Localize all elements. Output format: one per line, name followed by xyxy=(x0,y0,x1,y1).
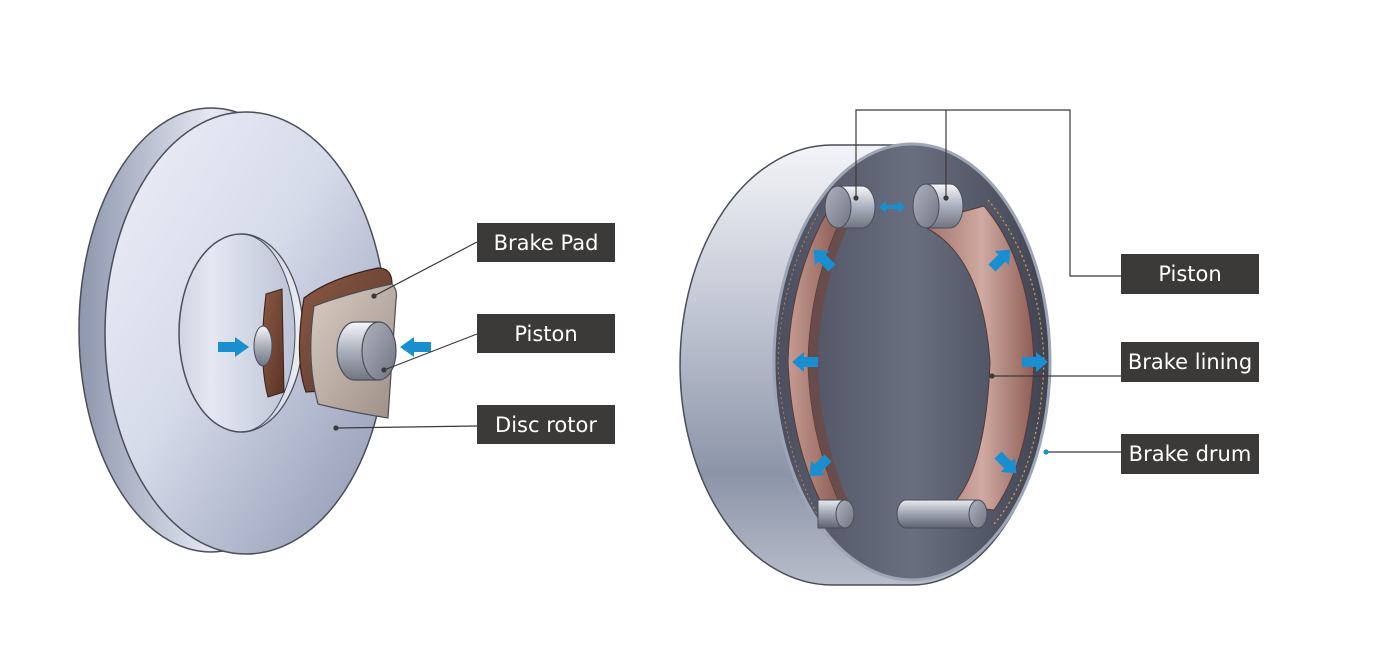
drum-leader-lines xyxy=(855,109,1121,453)
lining-dotted-edge xyxy=(987,199,1045,525)
brake-pad-dot xyxy=(371,293,377,299)
piston-leader xyxy=(383,333,478,371)
disc-rotor-label: Disc rotor xyxy=(477,405,615,444)
front-piston-face xyxy=(361,321,397,381)
drum-brake-illustration xyxy=(679,142,1052,586)
brake-drum-dot xyxy=(1043,449,1049,455)
piston-left-dot xyxy=(853,195,859,201)
disc-leader-dots xyxy=(333,293,387,431)
drum-leader-dots xyxy=(853,195,995,379)
piston-right-dot xyxy=(943,195,949,201)
lower-left-pin-end xyxy=(835,499,855,529)
rear-piston xyxy=(253,325,273,367)
upper-left-piston-face xyxy=(824,185,852,229)
lower-right-pin-end xyxy=(968,499,988,529)
disc-hole-wall xyxy=(240,233,304,433)
disc-piston-label: Piston xyxy=(477,314,615,353)
piston-dot xyxy=(381,367,387,373)
disc-brake-illustration xyxy=(78,107,431,555)
clamp-arrow-left xyxy=(400,337,431,357)
right-brake-lining xyxy=(916,205,1035,511)
piston-spread-arrow xyxy=(879,201,905,213)
arrow-lower-right xyxy=(994,451,1017,474)
disc-rotor-dot xyxy=(333,425,339,431)
clamp-arrow-right xyxy=(218,337,249,357)
brake-drum-rim xyxy=(772,142,1052,582)
upper-right-piston-face xyxy=(912,183,940,229)
left-shoe-shadow xyxy=(808,218,850,508)
brake-pad-leader xyxy=(373,241,478,297)
arrow-middle-left xyxy=(792,352,818,372)
disc-leader-lines xyxy=(335,241,478,429)
brake-drum-label: Brake drum xyxy=(1121,434,1259,474)
arrow-upper-right xyxy=(988,249,1011,272)
arrow-lower-left xyxy=(809,454,832,477)
brake-lining-dot xyxy=(989,373,995,379)
arrow-middle-right xyxy=(1022,352,1048,372)
arrow-upper-left xyxy=(813,249,836,272)
brake-lining-label: Brake lining xyxy=(1121,342,1259,382)
drum-piston-label: Piston xyxy=(1121,254,1259,294)
brake-pad-label: Brake Pad xyxy=(477,223,615,262)
drum-force-arrows xyxy=(792,201,1048,477)
piston-bracket-leader xyxy=(855,109,1121,277)
disc-rotor-leader xyxy=(335,425,478,429)
